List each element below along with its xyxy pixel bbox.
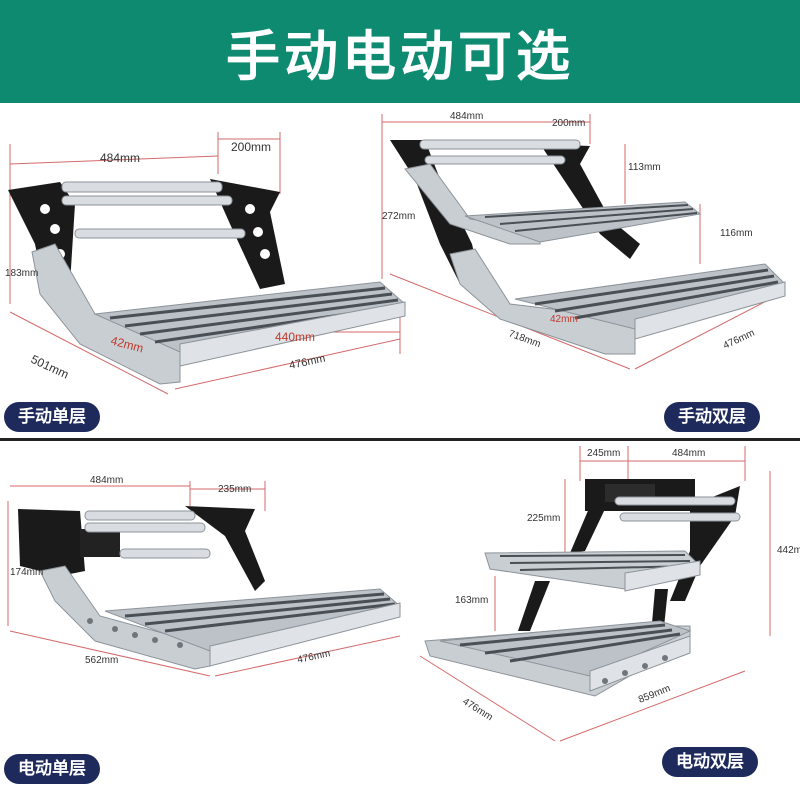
electric-single-step-illustration: 484mm 235mm 174mm 562mm 476mm — [7, 475, 402, 677]
banner: 手动电动可选 — [0, 0, 800, 103]
manual-double-dim-height: 272mm — [382, 211, 415, 222]
panel-electric-single: 484mm 235mm 174mm 562mm 476mm 电动单层 — [0, 441, 402, 800]
manual-single-dim-tread-width: 476mm — [288, 353, 326, 372]
manual-single-dim-depth: 501mm — [29, 352, 71, 382]
manual-single-step-illustration: 484mm 200mm 183mm 501mm 42mm 440mm 476mm — [5, 132, 407, 395]
label-manual-single: 手动单层 — [4, 402, 100, 432]
manual-single-dim-height: 183mm — [5, 268, 38, 279]
electric-single-dim-top-width: 484mm — [90, 475, 123, 486]
manual-single-dim-front-width: 440mm — [275, 330, 315, 344]
electric-single-dim-depth: 562mm — [85, 655, 118, 666]
electric-double-dim-top-width: 484mm — [672, 448, 705, 459]
manual-double-dim-side: 42mm — [550, 314, 578, 325]
panel-electric-double: 245mm 484mm 225mm 442mm 163mm 476mm 859m… — [400, 441, 800, 800]
electric-double-dim-upper-rise: 225mm — [527, 513, 560, 524]
label-manual-double: 手动双层 — [664, 402, 760, 432]
electric-single-dim-top-right: 235mm — [218, 484, 251, 495]
manual-double-dim-lower-rise: 116mm — [720, 228, 753, 239]
manual-double-dim-tread-width: 476mm — [722, 328, 757, 352]
electric-single-dim-tread-width: 476mm — [296, 648, 331, 666]
electric-double-dim-total-height: 442mm — [777, 545, 800, 556]
electric-double-dim-depth: 859mm — [637, 683, 672, 706]
label-electric-double: 电动双层 — [662, 747, 758, 777]
electric-double-dim-top-left: 245mm — [587, 448, 620, 459]
label-electric-single: 电动单层 — [4, 754, 100, 784]
electric-single-dim-height: 174mm — [10, 567, 43, 578]
manual-double-step-illustration: 484mm 200mm 272mm 113mm 116mm 718mm 476m… — [381, 111, 786, 370]
panel-manual-single: 484mm 200mm 183mm 501mm 42mm 440mm 476mm… — [0, 104, 407, 438]
manual-single-dim-top-width: 484mm — [100, 151, 140, 165]
manual-double-dim-top-right: 200mm — [552, 118, 585, 129]
electric-double-dim-lower-rise: 163mm — [455, 595, 488, 606]
electric-double-step-illustration: 245mm 484mm 225mm 442mm 163mm 476mm 859m… — [419, 446, 800, 742]
manual-double-dim-top-width: 484mm — [450, 111, 483, 122]
row-divider — [0, 438, 800, 441]
manual-double-dim-upper-rise: 113mm — [628, 162, 661, 173]
banner-title: 手动电动可选 — [226, 25, 574, 88]
panel-manual-double: 484mm 200mm 272mm 113mm 116mm 718mm 476m… — [381, 104, 800, 438]
manual-single-dim-top-right: 200mm — [231, 140, 271, 154]
